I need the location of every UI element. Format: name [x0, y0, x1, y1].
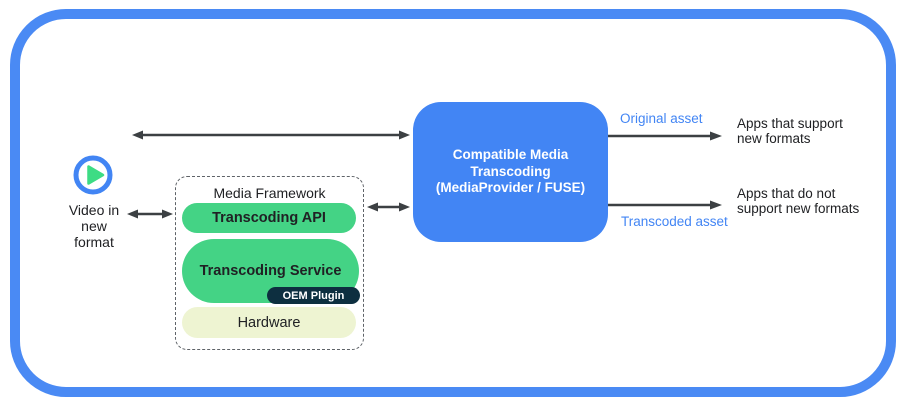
apps-not-support-new-formats-label: Apps that do not support new formats: [737, 186, 860, 216]
transcoding-api-pill: Transcoding API: [182, 203, 356, 233]
play-icon: [73, 155, 113, 195]
media-framework-title: Media Framework: [213, 185, 326, 201]
transcoded-asset-label: Transcoded asset: [621, 214, 728, 229]
diagram-border: [10, 9, 896, 397]
transcoding-service-label: Transcoding Service: [199, 263, 342, 279]
source-framework-arrow: [127, 209, 173, 219]
transcoder-box: Compatible Media Transcoding (MediaProvi…: [413, 102, 608, 242]
video-in-new-format-label: Video in new format: [68, 202, 120, 250]
transcoder-label: Compatible Media Transcoding (MediaProvi…: [435, 147, 586, 196]
framework-transcoder-arrow: [367, 202, 410, 212]
apps-support-new-formats-label: Apps that support new formats: [737, 116, 843, 146]
original-asset-arrow: [608, 131, 722, 141]
media-framework-box: Media Framework Transcoding API Transcod…: [175, 176, 364, 350]
top-bidirectional-arrow: [132, 130, 410, 140]
transcoded-asset-arrow: [608, 200, 722, 210]
transcoding-service-pill: Transcoding Service OEM Plugin: [182, 239, 360, 304]
oem-plugin-pill: OEM Plugin: [267, 287, 360, 304]
original-asset-label: Original asset: [620, 111, 703, 126]
hardware-pill: Hardware: [182, 307, 356, 338]
